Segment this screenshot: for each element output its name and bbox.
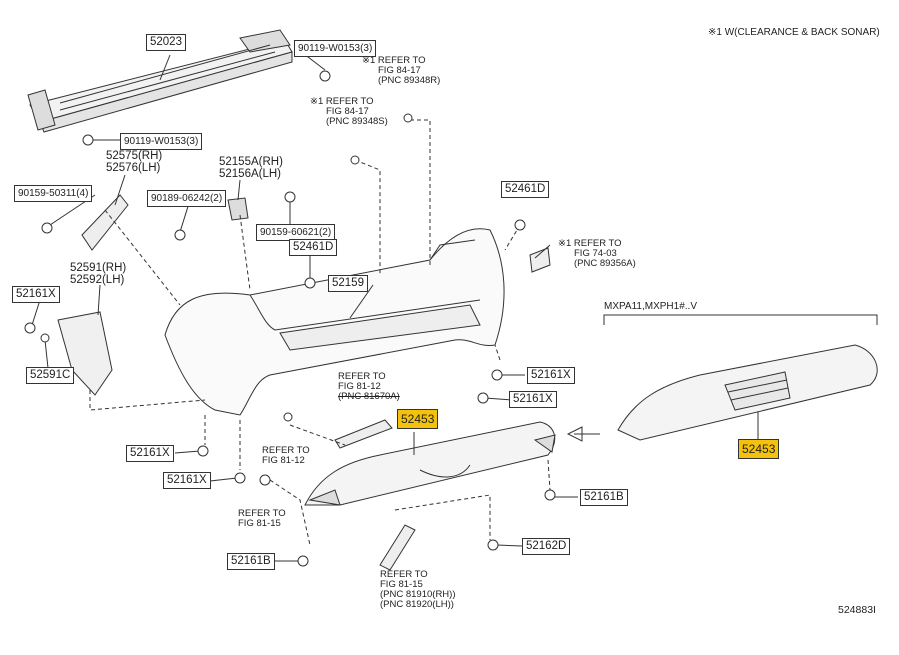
clip-icon	[544, 489, 556, 501]
clip-icon	[259, 474, 271, 486]
part-52161x-b1[interactable]: 52161X	[126, 445, 174, 462]
part-52591c[interactable]: 52591C	[26, 367, 75, 384]
ref-line: FIG 81-15	[380, 579, 423, 590]
bolt-icon	[82, 134, 94, 146]
part-52453-alt[interactable]: 52453	[738, 439, 780, 459]
bolt-icon	[284, 191, 296, 203]
part-52156a[interactable]: 52156A(LH)	[219, 168, 282, 180]
ref-line: (PNC 89356A)	[574, 258, 636, 269]
part-90119-b[interactable]: 90119-W0153(3)	[120, 133, 203, 150]
nut-icon	[514, 219, 526, 231]
direction-arrow	[566, 426, 600, 442]
ref-line: FIG 81-15	[238, 518, 281, 529]
nut-icon	[304, 277, 316, 289]
ref-line: REFER TO	[380, 569, 428, 580]
clip-icon	[477, 392, 489, 404]
ref-81-15-a[interactable]: REFER TO FIG 81-15	[238, 509, 286, 529]
part-52576[interactable]: 52576(LH)	[106, 162, 161, 174]
part-90189[interactable]: 90189-06242(2)	[147, 190, 227, 207]
variant-label: MXPA11,MXPH1#..V	[604, 301, 697, 312]
ref-84-17-s[interactable]: ※1 REFER TO FIG 84-17 (PNC 89348S)	[310, 97, 388, 127]
part-52592[interactable]: 52592(LH)	[70, 274, 125, 286]
clip-drawing	[227, 197, 249, 221]
clip-icon	[24, 322, 36, 334]
clip-icon	[491, 369, 503, 381]
diagram-id: 524883I	[838, 604, 876, 616]
part-52161x-b2[interactable]: 52161X	[163, 472, 211, 489]
ref-line: FIG 84-17	[326, 106, 369, 117]
part-52591[interactable]: 52591(RH)	[70, 262, 127, 274]
ref-line: (PNC 81910(RH))	[380, 589, 456, 600]
part-90119-a[interactable]: 90119-W0153(3)	[294, 40, 377, 57]
part-52461d-a[interactable]: 52461D	[289, 239, 338, 256]
side-garnish-drawing	[379, 524, 416, 571]
clip-icon	[350, 155, 360, 165]
lower-garnish-drawing	[304, 421, 556, 506]
ref-line: (PNC 89348R)	[378, 75, 441, 86]
ref-line: ※1 REFER TO	[310, 96, 374, 107]
side-bracket-drawing	[57, 311, 113, 396]
part-52161x-r1[interactable]: 52161X	[527, 367, 575, 384]
part-52162d[interactable]: 52162D	[522, 538, 571, 555]
ref-line: ※1 REFER TO	[362, 55, 426, 66]
bolt-icon	[174, 229, 186, 241]
clip-icon	[487, 539, 499, 551]
clip-icon	[197, 445, 209, 457]
part-52161b-right[interactable]: 52161B	[580, 489, 628, 506]
clip-icon	[40, 333, 50, 343]
part-52161x-left[interactable]: 52161X	[12, 286, 60, 303]
ref-line: ※1 REFER TO	[558, 238, 622, 249]
clip-icon	[234, 472, 246, 484]
part-52453-main[interactable]: 52453	[397, 409, 439, 429]
ref-81-15-b[interactable]: REFER TO FIG 81-15 (PNC 81910(RH)) (PNC …	[380, 570, 456, 610]
ref-line: REFER TO	[262, 445, 310, 456]
ref-line: REFER TO	[238, 508, 286, 519]
ref-line: FIG 84-17	[378, 65, 421, 76]
ref-74-03[interactable]: ※1 REFER TO FIG 74-03 (PNC 89356A)	[558, 239, 636, 269]
retainer-drawing	[81, 194, 129, 251]
bolt-icon	[319, 70, 331, 82]
part-52155a[interactable]: 52155A(RH)	[219, 156, 283, 168]
ref-81-12-a[interactable]: REFER TO FIG 81-12 (PNC 81670A)	[338, 372, 400, 402]
part-52161b-left[interactable]: 52161B	[227, 553, 275, 570]
ref-line: REFER TO	[338, 371, 386, 382]
ref-84-17-r[interactable]: ※1 REFER TO FIG 84-17 (PNC 89348R)	[362, 56, 440, 86]
part-52159[interactable]: 52159	[328, 275, 368, 292]
clip-icon	[403, 113, 413, 123]
part-52461d-b[interactable]: 52461D	[501, 181, 550, 198]
bolt-icon	[41, 222, 53, 234]
ref-line: FIG 81-12	[338, 381, 381, 392]
ref-line: (PNC 81670A)	[338, 391, 400, 402]
reflector-drawing	[334, 419, 393, 449]
ref-line: FIG 74-03	[574, 248, 617, 259]
part-90159-a[interactable]: 90159-50311(4)	[14, 185, 93, 202]
clip-icon	[283, 412, 293, 422]
part-52161x-r2[interactable]: 52161X	[509, 391, 557, 408]
bumper-reinforcement-drawing	[27, 29, 293, 133]
note-top: ※1 W(CLEARANCE & BACK SONAR)	[708, 27, 880, 38]
part-52575[interactable]: 52575(RH)	[106, 150, 163, 162]
ref-81-12-b[interactable]: REFER TO FIG 81-12	[262, 446, 310, 466]
rear-bumper-cover-drawing	[164, 228, 505, 416]
alt-garnish-drawing	[617, 344, 878, 441]
sonar-bracket-drawing	[529, 247, 551, 273]
ref-line: (PNC 89348S)	[326, 116, 388, 127]
ref-line: (PNC 81920(LH))	[380, 599, 454, 610]
clip-icon	[297, 555, 309, 567]
ref-line: FIG 81-12	[262, 455, 305, 466]
part-52023[interactable]: 52023	[146, 34, 186, 51]
